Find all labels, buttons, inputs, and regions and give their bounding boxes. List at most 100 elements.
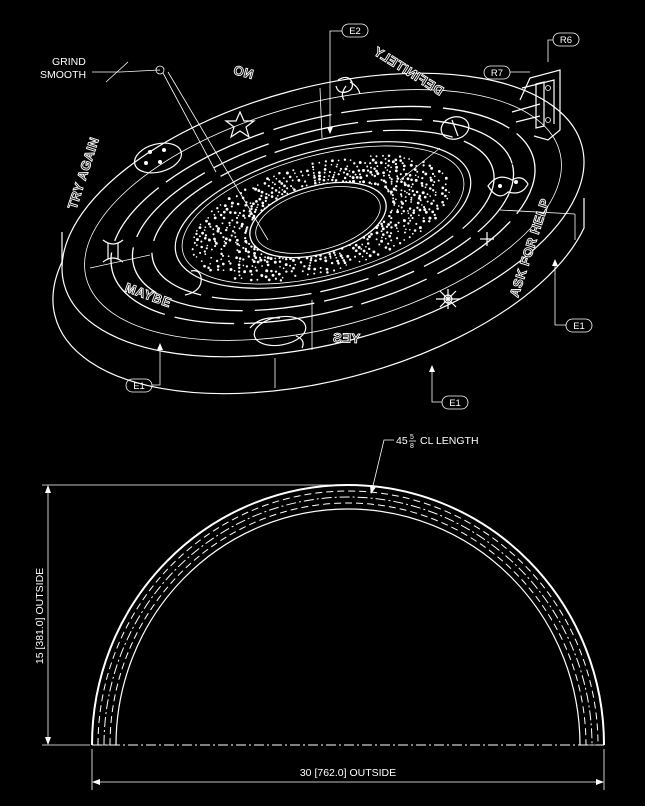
perforation-hole xyxy=(324,164,327,167)
perforation-hole xyxy=(212,228,215,231)
perforation-hole xyxy=(355,176,359,179)
perforation-hole xyxy=(281,276,284,279)
perforation-hole xyxy=(401,162,404,165)
perforation-hole xyxy=(359,176,363,180)
perforation-hole xyxy=(204,234,208,237)
perforation-hole xyxy=(204,236,207,240)
perforation-hole xyxy=(231,219,234,222)
perforation-hole xyxy=(235,238,239,242)
perforation-hole xyxy=(195,238,199,242)
perforation-hole xyxy=(228,238,232,242)
perforation-hole xyxy=(235,216,239,219)
e1-left-arrowhead xyxy=(157,343,163,350)
perforation-hole xyxy=(413,193,416,197)
e1-right-leader xyxy=(554,262,566,326)
perforation-hole xyxy=(394,169,398,173)
perforation-hole xyxy=(250,205,253,208)
perforation-hole xyxy=(379,161,383,165)
r7-tag-box xyxy=(483,65,511,80)
perforation-hole xyxy=(433,180,436,184)
perforation-hole xyxy=(319,257,322,261)
height-arrow-top xyxy=(45,485,51,493)
perforation-hole xyxy=(399,173,402,176)
perforation-hole xyxy=(294,172,296,175)
e2-arrowhead xyxy=(327,127,333,134)
perforation-hole xyxy=(397,230,399,233)
perforation-hole xyxy=(365,252,368,255)
e1-bottom-tag-box xyxy=(441,395,469,410)
perforation-hole xyxy=(408,193,411,196)
perforation-hole xyxy=(265,260,269,264)
grind-label-line2: SMOOTH xyxy=(40,69,86,81)
perforation-hole xyxy=(234,235,237,238)
perforation-hole xyxy=(396,237,399,240)
perforation-hole xyxy=(216,207,219,210)
perforation-hole xyxy=(358,161,362,164)
perforation-hole xyxy=(229,211,232,214)
perforation-hole xyxy=(244,236,247,240)
perforation-hole xyxy=(234,241,237,244)
perforation-hole xyxy=(282,177,285,180)
perforation-hole xyxy=(352,246,355,250)
cl-length-fraction-den: 8 xyxy=(410,443,414,450)
perforation-hole xyxy=(237,214,240,217)
perforation-hole xyxy=(224,228,228,232)
perforation-hole xyxy=(348,170,351,172)
perforation-hole xyxy=(419,199,422,202)
perforation-hole xyxy=(389,221,392,224)
height-arrow-bottom xyxy=(45,737,51,745)
perforation-hole xyxy=(410,178,413,182)
perforation-hole xyxy=(273,183,276,186)
perforation-hole xyxy=(421,204,423,206)
perforation-hole xyxy=(221,222,224,225)
perforation-hole xyxy=(256,278,259,281)
r7-tag: R7 xyxy=(491,68,503,79)
perforation-hole xyxy=(444,188,448,192)
perforation-hole xyxy=(409,163,413,167)
perforation-hole xyxy=(244,229,248,233)
perforation-hole xyxy=(401,202,405,205)
perforation-hole xyxy=(313,267,317,271)
perforation-hole xyxy=(428,208,431,211)
perforation-hole xyxy=(286,192,289,195)
perforation-hole xyxy=(278,256,281,260)
arch-centerline xyxy=(103,496,593,746)
perforation-hole xyxy=(283,190,287,194)
perforation-hole xyxy=(375,155,378,158)
perforation-hole xyxy=(437,170,441,173)
perforation-hole xyxy=(402,164,406,168)
perforation-hole xyxy=(199,223,202,226)
perforation-hole xyxy=(349,175,352,178)
perforation-hole xyxy=(421,184,424,187)
perforation-hole xyxy=(216,265,220,268)
perforation-hole xyxy=(398,242,402,245)
perforation-hole xyxy=(381,236,383,239)
perforation-hole xyxy=(201,231,205,235)
perforation-hole xyxy=(330,261,334,265)
perforation-hole xyxy=(390,217,393,220)
perforation-hole xyxy=(354,249,358,253)
perforation-hole xyxy=(308,264,311,267)
perforation-hole xyxy=(270,195,274,198)
ring-groove-1 xyxy=(84,89,562,341)
perforation-hole xyxy=(392,244,395,247)
perforation-hole xyxy=(395,198,397,201)
perforation-hole xyxy=(261,265,263,267)
perforation-hole xyxy=(267,194,270,197)
perforation-hole xyxy=(237,250,241,254)
perforation-hole xyxy=(422,164,425,167)
perforation-hole xyxy=(395,165,399,169)
perforation-hole xyxy=(228,260,230,263)
e1-bottom-arrowhead xyxy=(429,365,435,372)
perforation-hole xyxy=(348,258,352,261)
perforation-hole xyxy=(279,265,281,268)
perforation-hole xyxy=(385,225,389,228)
perforation-hole xyxy=(236,242,239,246)
perforation-hole xyxy=(215,259,219,263)
perforation-hole xyxy=(259,256,261,259)
rim-word-definitely: DEFINITELY xyxy=(371,44,447,99)
perforation-hole xyxy=(323,175,326,178)
ring-slots-outer xyxy=(110,105,536,325)
perforation-hole xyxy=(212,233,215,236)
perforation-hole xyxy=(223,244,226,248)
